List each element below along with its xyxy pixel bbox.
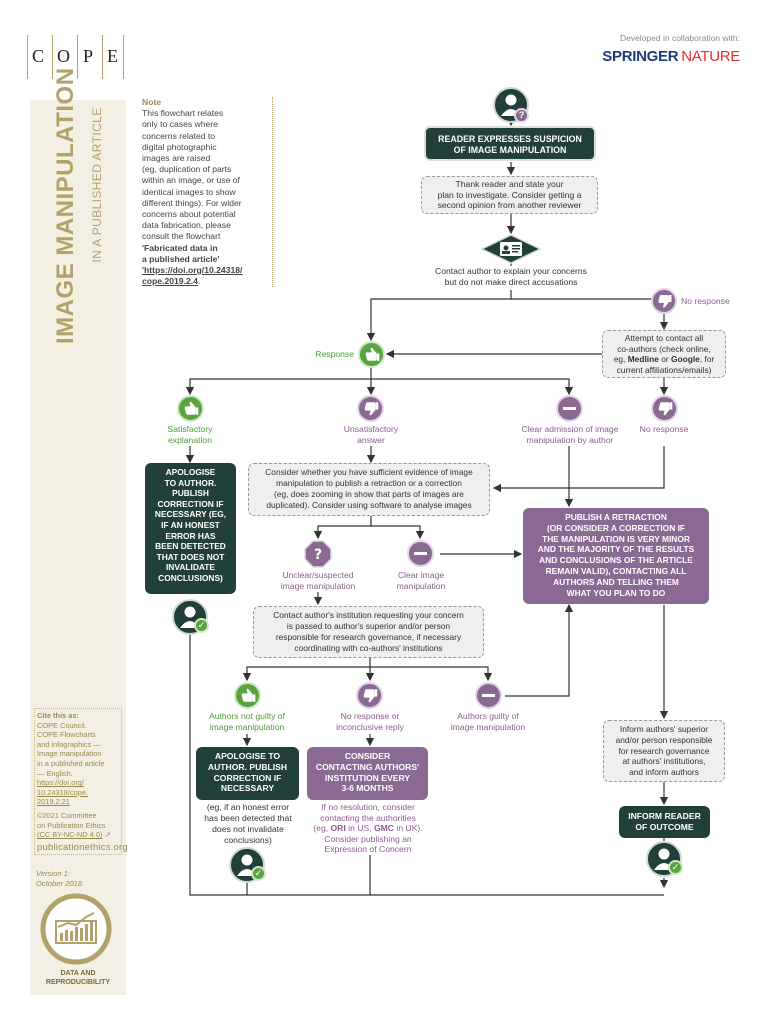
clear-admission-label: Clear admission of image manipulation by…: [521, 424, 619, 445]
cite-line: Cite this as:: [37, 711, 79, 720]
thumbs-up-icon: [177, 395, 204, 422]
springer-word: SPRINGER: [602, 48, 679, 65]
cite-link[interactable]: https://doi.org/: [37, 778, 84, 788]
guilty-label: Authors guilty of image manipulation: [450, 711, 526, 732]
license-link[interactable]: (CC BY-NC-ND 4.0) ↗: [37, 830, 111, 840]
cite-line: COPE Council.: [37, 720, 87, 730]
note-block: Note This flowchart relates only to case…: [142, 97, 273, 288]
nature-word: NATURE: [681, 48, 740, 65]
svg-text:?: ?: [314, 547, 322, 563]
cite-block: Cite this as: COPE Council. COPE Flowcha…: [34, 708, 128, 856]
check-badge-icon: ✓: [194, 618, 209, 633]
badge-label: DATA AND REPRODUCIBILITY: [45, 970, 111, 986]
external-link-icon: ↗: [104, 830, 111, 840]
thumbs-up-icon: [358, 341, 385, 368]
author-check-icon: [172, 599, 208, 635]
copyright-line: on Publication Ethics: [37, 820, 106, 830]
collab-label: Developed in collaboration with:: [619, 33, 740, 43]
cite-link[interactable]: 10.24318/cope.: [37, 787, 88, 797]
copyright-line: ©2021 Committee: [37, 810, 97, 820]
sidebar-panel: [30, 100, 126, 995]
apologise-note: (eg, if an honest error has been detecte…: [204, 802, 292, 845]
sidebar-title-sub: IN A PUBLISHED ARTICLE: [90, 107, 104, 263]
thank-reader-box: Thank reader and state your plan to inve…: [421, 176, 598, 214]
cope-letter-c: C: [32, 46, 45, 66]
website-link[interactable]: publicationethics.org: [37, 841, 128, 853]
inform-reader-box: INFORM READER OF OUTCOME: [619, 806, 710, 838]
no-response-label-1: No response: [681, 296, 730, 306]
response-label: Response: [315, 349, 354, 359]
data-reproducibility-badge-icon: [40, 893, 112, 965]
contact-institution-box: Contact author's institution requesting …: [253, 606, 484, 658]
unsatisfactory-label: Unsatisfactory answer: [343, 424, 399, 445]
cite-line: COPE Flowcharts: [37, 730, 96, 740]
apologise-correction-box-2: APOLOGISE TO AUTHOR. PUBLISH CORRECTION …: [196, 747, 299, 800]
check-badge-icon: ✓: [668, 860, 683, 875]
thumbs-down-icon: [357, 395, 384, 422]
inform-superior-box: Inform authors' superior and/or person r…: [603, 720, 725, 782]
contact-author-text: Contact author to explain your concerns …: [435, 266, 587, 287]
publish-retraction-box: PUBLISH A RETRACTION (OR CONSIDER A CORR…: [523, 508, 709, 604]
minus-icon: [556, 395, 583, 422]
cope-logo[interactable]: C O P E: [25, 32, 125, 82]
not-guilty-label: Authors not guilty of image manipulation: [209, 711, 285, 732]
thumbs-up-icon: [234, 682, 261, 709]
cite-line: Image manipulation: [37, 749, 102, 759]
apologise-publish-correction-box: APOLOGISE TO AUTHOR. PUBLISH CORRECTION …: [145, 463, 236, 594]
start-node-reader-suspicion: READER EXPRESSES SUSPICION OF IMAGE MANI…: [424, 126, 596, 161]
cope-letter-p: P: [83, 46, 94, 66]
reader-icon: [493, 87, 529, 123]
note-doi-link-2[interactable]: cope.2019.2.4.: [142, 276, 201, 287]
no-resolution-text: If no resolution, consider contacting th…: [313, 802, 423, 855]
contact-coauthors-box: Attempt to contact all co-authors (check…: [602, 330, 726, 378]
question-octagon-icon: ?: [304, 540, 332, 568]
contact-card-diamond-icon: [480, 234, 542, 264]
no-response-inconclusive-label: No response or inconclusive reply: [336, 711, 404, 732]
thumbs-down-icon: [651, 288, 677, 314]
cope-letter-o: O: [57, 46, 70, 66]
consider-evidence-box: Consider whether you have sufficient evi…: [248, 463, 490, 516]
sidebar-title-main: IMAGE MANIPULATION: [52, 67, 79, 344]
cite-line: — English.: [37, 768, 73, 778]
consider-contacting-institution-box: CONSIDER CONTACTING AUTHORS' INSTITUTION…: [307, 747, 428, 800]
minus-icon: [475, 682, 502, 709]
minus-icon: [407, 540, 434, 567]
satisfactory-label: Satisfactory explanation: [167, 424, 213, 445]
question-badge-icon: ?: [514, 108, 529, 123]
thumbs-down-icon: [356, 682, 383, 709]
check-badge-icon: ✓: [251, 866, 266, 881]
thumbs-down-icon: [651, 395, 678, 422]
note-doi-link[interactable]: 'https://doi.org/10.24318/: [142, 265, 243, 276]
no-response-label-2: No response: [639, 424, 689, 434]
cite-line: in a published article: [37, 758, 105, 768]
clear-image-label: Clear image manipulation: [396, 570, 446, 591]
note-heading: Note: [142, 97, 162, 107]
version-text: Version 1: October 2018.: [36, 869, 85, 888]
cite-line: and infographics —: [37, 739, 101, 749]
cope-letter-e: E: [107, 46, 118, 66]
cite-link[interactable]: 2019.2.21: [37, 797, 70, 807]
unclear-label: Unclear/suspected image manipulation: [280, 570, 356, 591]
